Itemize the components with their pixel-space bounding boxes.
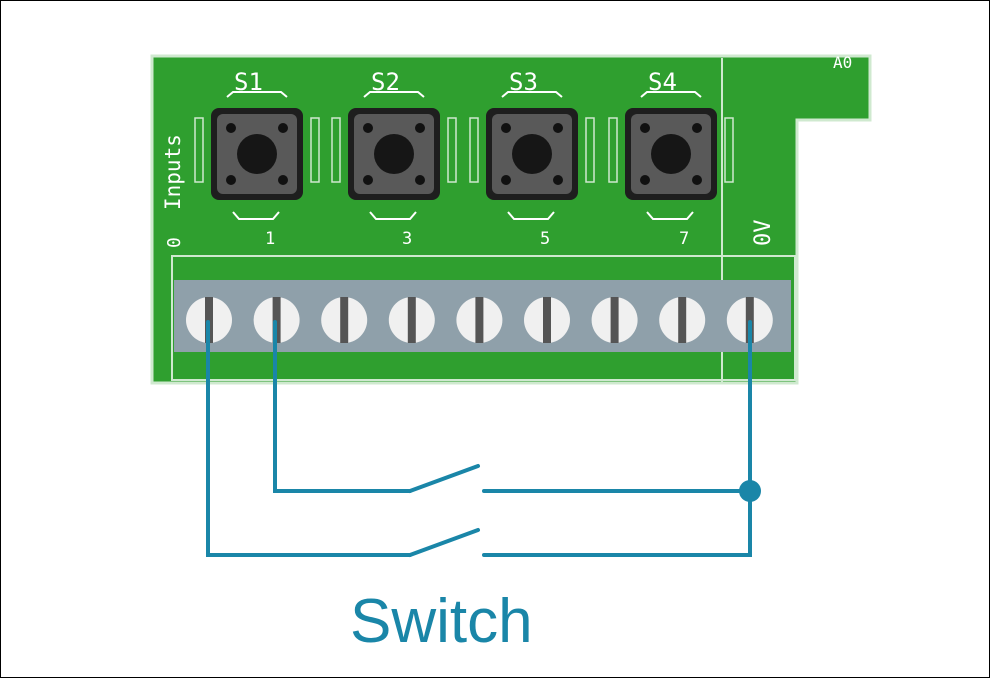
button-corner-dot (501, 123, 511, 133)
terminal-screw[interactable] (659, 297, 705, 343)
switch-upper-lever (410, 466, 478, 491)
button-plunger (374, 134, 414, 174)
input-number: 3 (402, 229, 412, 249)
terminal-screw[interactable] (524, 297, 570, 343)
terminal-screw[interactable] (321, 297, 367, 343)
button-corner-dot (553, 123, 563, 133)
inputs-label: Inputs (161, 134, 185, 210)
button-corner-dot (226, 123, 236, 133)
terminal-screw[interactable] (389, 297, 435, 343)
input-number: 7 (679, 229, 689, 249)
input-number: 1 (265, 229, 275, 249)
input-zero-label: 0 (164, 237, 185, 248)
wire-junction (739, 480, 761, 502)
button-corner-dot (640, 123, 650, 133)
button-plunger (237, 134, 277, 174)
screw-slot (340, 297, 348, 343)
button-corner-dot (226, 175, 236, 185)
button-corner-dot (363, 175, 373, 185)
button-corner-dot (278, 123, 288, 133)
button-corner-dot (692, 175, 702, 185)
screw-slot (408, 297, 416, 343)
button-corner-dot (501, 175, 511, 185)
terminal-screw[interactable] (456, 297, 502, 343)
switch-lower-lever (410, 530, 478, 555)
screw-slot (475, 297, 483, 343)
button-corner-dot (640, 175, 650, 185)
button-corner-dot (278, 175, 288, 185)
button-corner-dot (692, 123, 702, 133)
button-corner-dot (415, 175, 425, 185)
switch-caption: Switch (350, 587, 533, 656)
ground-label: 0V (751, 220, 776, 247)
button-plunger (512, 134, 552, 174)
screw-slot (543, 297, 551, 343)
input-number: 5 (540, 229, 550, 249)
button-corner-dot (553, 175, 563, 185)
button-plunger (651, 134, 691, 174)
corner-label: A0 (833, 53, 852, 72)
screw-slot (678, 297, 686, 343)
button-corner-dot (415, 123, 425, 133)
terminal-screw[interactable] (592, 297, 638, 343)
screw-slot (611, 297, 619, 343)
button-corner-dot (363, 123, 373, 133)
